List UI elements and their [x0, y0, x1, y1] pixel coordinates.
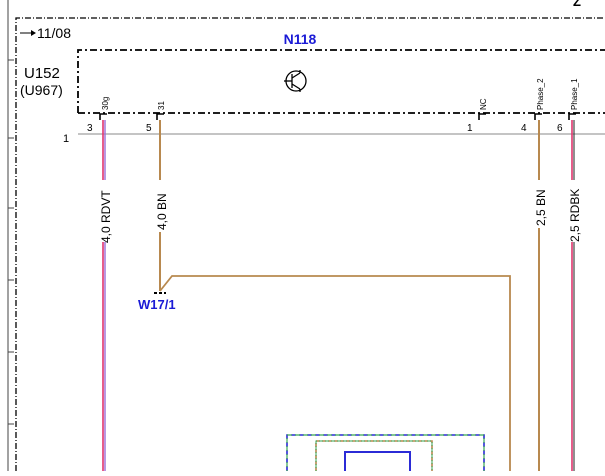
- pin-5: 5 31: [146, 101, 166, 134]
- pin-name: Phase_2: [536, 78, 545, 110]
- transistor-icon: [284, 70, 307, 92]
- pin-name: 31: [157, 101, 166, 110]
- wire-rdvt: 4,0 RDVT: [96, 120, 113, 471]
- pin-number: 5: [146, 123, 152, 134]
- wire-bn-left: 4,0 BN: [152, 120, 511, 471]
- pin-4: 4 Phase_2: [521, 78, 545, 134]
- pin-name: Phase_1: [570, 78, 579, 110]
- splice-label: W17/1: [138, 297, 176, 312]
- wire-label: 2,5 BN: [534, 189, 548, 226]
- host-label: U152: [24, 65, 60, 82]
- pin-3: 3 30g: [87, 97, 110, 134]
- wire-label: 4,0 RDVT: [99, 190, 113, 243]
- pin-6: 6 Phase_1: [557, 78, 579, 134]
- pin-number: 6: [557, 123, 563, 134]
- wire-rdbk: 2,5 RDBK: [565, 120, 582, 471]
- row-marker: 1: [63, 133, 69, 145]
- left-ruler: [7, 0, 14, 471]
- nested-shield-boxes: [286, 434, 485, 471]
- pin-1: 1 NC: [467, 98, 488, 134]
- splice-w17: W17/1: [138, 292, 176, 312]
- component-box-n118: [77, 49, 605, 114]
- host-variant-label: (U967): [20, 82, 63, 98]
- component-id-label: N118: [284, 31, 317, 47]
- pin-number: 3: [87, 123, 93, 134]
- pin-name: 30g: [101, 97, 110, 110]
- date-reference: 11/08: [20, 25, 71, 41]
- host-enclosure: [15, 17, 605, 471]
- wire-label: 4,0 BN: [155, 193, 169, 230]
- date-ref-label: 11/08: [37, 25, 71, 41]
- pin-number: 4: [521, 123, 527, 134]
- corner-mark: Z: [573, 0, 581, 9]
- pin-number: 1: [467, 123, 473, 134]
- pin-name: NC: [479, 98, 488, 110]
- wire-bn-right: 2,5 BN: [531, 120, 548, 471]
- wire-label: 2,5 RDBK: [568, 189, 582, 242]
